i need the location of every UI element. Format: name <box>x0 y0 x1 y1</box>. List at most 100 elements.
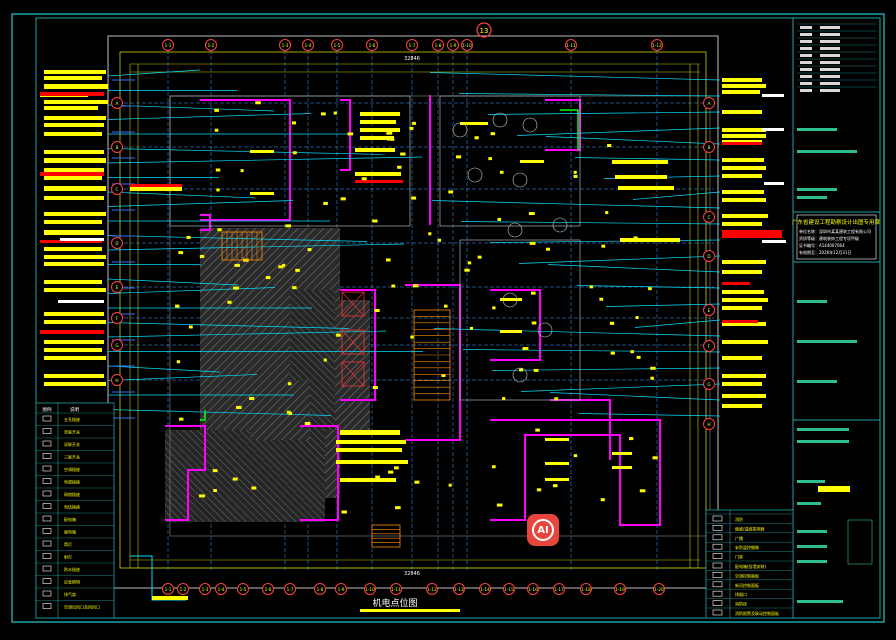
device-symbol <box>292 151 297 155</box>
drawing-title: 机电点位图 <box>360 597 460 612</box>
hatched-areas <box>165 228 370 522</box>
warning-text-block <box>722 142 762 145</box>
title-field <box>797 150 857 153</box>
bottom-grid-bubble-label: 1-10 <box>365 587 375 592</box>
wall-segment <box>165 425 206 521</box>
legend-label: 弱电箱 <box>64 529 76 535</box>
bottom-grid-bubble-label: 1-15 <box>504 587 514 592</box>
device-symbol <box>214 108 219 112</box>
ai-assistant-button[interactable]: AI <box>527 514 559 546</box>
annotation-text-block <box>44 382 106 386</box>
device-symbol <box>374 309 380 313</box>
legend-symbol-icon <box>712 609 723 616</box>
furniture-table <box>522 117 538 133</box>
title-row-text <box>820 26 840 29</box>
device-symbol <box>530 291 536 295</box>
annotation-text-block <box>336 440 406 444</box>
hatched-zone <box>165 430 325 522</box>
annotation-blocks <box>40 70 786 600</box>
bottom-grid-bubble <box>580 583 592 595</box>
annotation-text-block <box>360 112 400 116</box>
legend-label: 防水插座 <box>64 566 80 572</box>
annotation-text-block <box>615 175 667 179</box>
annotation-text-block <box>612 466 632 469</box>
device-symbol <box>448 190 454 194</box>
svg-text:广东省建设工程勘察设计出图专用章: 广东省建设工程勘察设计出图专用章 <box>792 218 881 226</box>
bottom-grid-bubble <box>262 583 274 595</box>
top-grid-bubble-label: 1-10 <box>462 43 472 48</box>
leader-line <box>107 365 221 373</box>
annotation-text-block <box>44 247 102 251</box>
note-text-block <box>764 182 784 185</box>
legend-symbol-icon <box>712 525 723 531</box>
title-field <box>797 480 825 483</box>
device-symbol <box>292 286 297 290</box>
device-symbol <box>216 188 220 192</box>
svg-text:资质等级：建筑装饰工程专项甲级: 资质等级：建筑装饰工程专项甲级 <box>799 235 859 241</box>
top-grid-bubble <box>302 39 314 51</box>
annotation-text-block <box>722 158 764 162</box>
title-row-text <box>800 26 812 29</box>
annotation-text-block <box>44 186 106 191</box>
right-grid-bubble <box>703 340 715 352</box>
annotation-text-block <box>44 196 104 200</box>
leader-line <box>107 374 258 381</box>
title-row-text <box>800 75 812 78</box>
top-grid-bubble <box>651 39 663 51</box>
right-grid-bubble-label: C <box>708 215 711 220</box>
annotation-text-block <box>340 430 400 435</box>
top-grid-bubble <box>162 39 174 51</box>
device-symbol <box>529 241 536 245</box>
leader-line <box>518 255 721 264</box>
device-symbol <box>251 486 257 490</box>
left-grid-bubble <box>111 281 123 293</box>
device-symbol <box>437 238 442 242</box>
title-field <box>797 440 849 443</box>
top-grid-bubble-label: 1-9 <box>450 43 457 48</box>
top-grid-bubble-label: 1-11 <box>566 43 576 48</box>
title-block: 广东省建设工程勘察设计出图专用章 单位名称：深圳市某某建筑工程有限公司 资质等级… <box>792 23 881 603</box>
device-symbol <box>186 235 191 239</box>
device-symbol <box>600 498 605 502</box>
device-symbol <box>488 157 493 161</box>
annotation-text-block <box>340 478 396 482</box>
legend-table-right: 消防烟感/温感探测器广播安防监控摄像门禁配电箱(挂墙安装)空调控制面板新风控制面… <box>705 509 794 619</box>
leader-line <box>107 191 257 199</box>
annotation-text-block <box>722 290 764 294</box>
annotation-text-block <box>44 116 106 120</box>
legend-symbol-icon <box>42 603 52 609</box>
device-symbol <box>236 405 242 409</box>
legend-symbol-icon <box>712 543 723 550</box>
annotation-text-block <box>620 238 680 242</box>
leader-line <box>460 221 721 225</box>
bottom-grid-bubble-label: 1-5 <box>240 587 247 592</box>
partition-line <box>200 410 206 421</box>
title-row-text <box>800 33 812 36</box>
annotation-text-block <box>130 187 182 191</box>
top-grid-bubble-label: 1-2 <box>208 43 215 48</box>
annotation-text-block <box>722 322 766 326</box>
right-grid-bubble <box>703 378 715 390</box>
top-grid-bubble-label: 1-6 <box>369 43 376 48</box>
device-symbol <box>361 177 367 181</box>
legend-symbol-icon <box>712 562 723 569</box>
device-symbol <box>255 101 261 105</box>
annotation-text-block <box>722 128 766 132</box>
title-row-text <box>820 61 840 64</box>
device-symbol <box>545 247 551 251</box>
title-row-text <box>820 75 840 78</box>
annotation-text-block <box>152 596 188 600</box>
leader-line <box>107 330 387 338</box>
leader-line <box>107 235 368 242</box>
device-symbol <box>213 489 217 493</box>
note-text-block <box>762 128 784 131</box>
leader-line <box>107 278 239 286</box>
title-row-text <box>800 54 812 57</box>
device-symbol <box>573 174 578 178</box>
warning-text-block <box>722 282 750 285</box>
device-symbol <box>573 454 578 458</box>
device-symbol <box>497 217 502 221</box>
annotation-text-block <box>722 190 764 194</box>
